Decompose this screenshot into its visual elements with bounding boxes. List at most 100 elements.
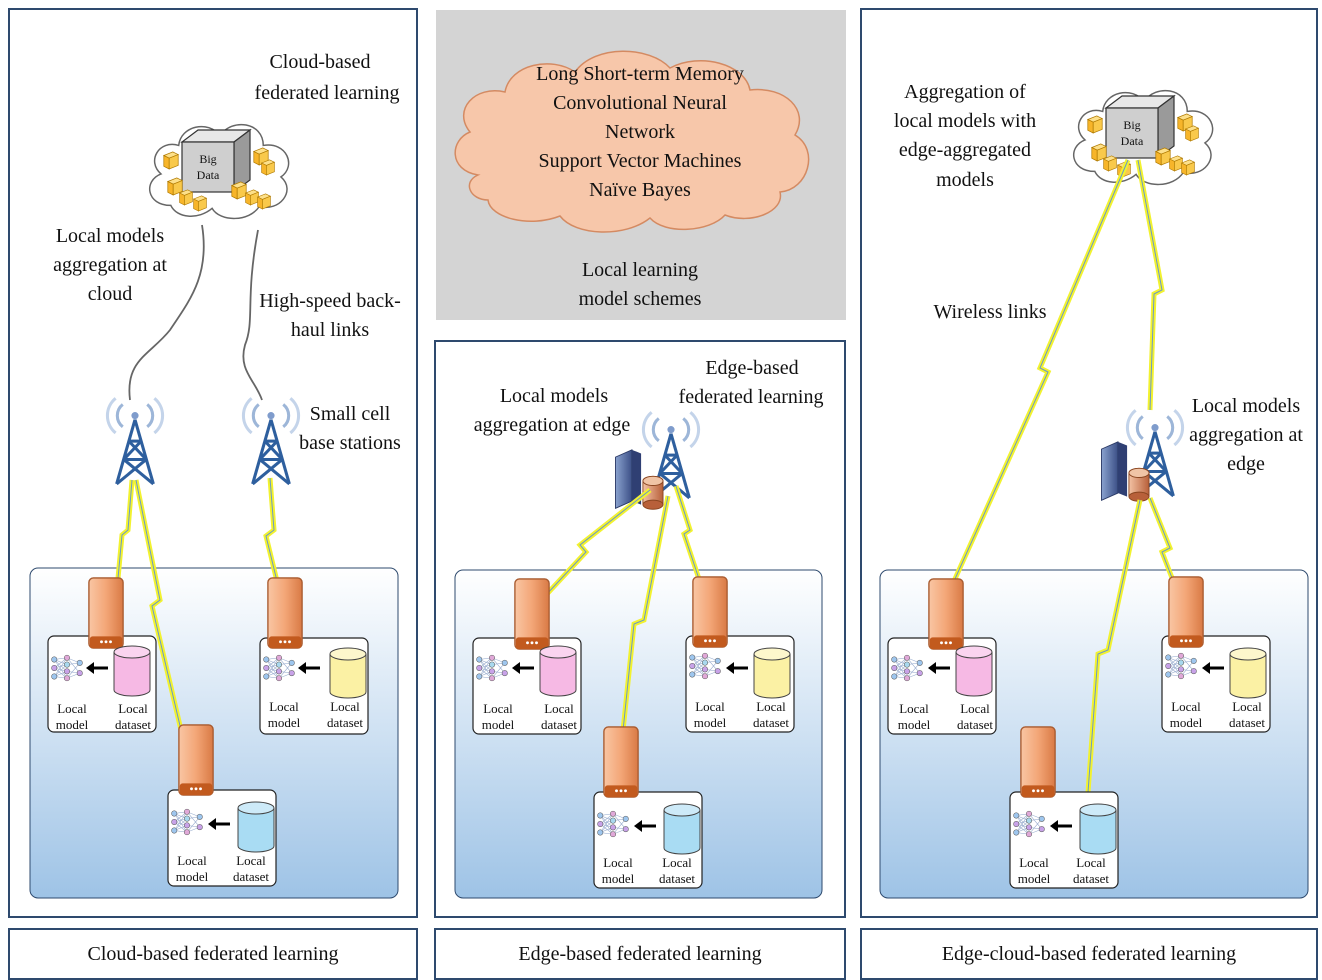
phone-icon [928,578,964,650]
data-box-icon [1103,155,1117,172]
cloud-aggregation-label: models [936,169,994,191]
local-model-label: Local [603,855,633,870]
backhaul-link [128,224,205,401]
data-box-icon [257,193,271,210]
local-dataset-label: Local [330,699,360,714]
edge-aggregation-label: edge [1227,453,1265,475]
phone-icon [178,724,214,796]
phone-icon [692,576,728,648]
wireless-link [619,495,669,761]
edge-aggregation-label: Local models [499,385,609,407]
local-model-label: Local [483,701,513,716]
local-dataset-label: dataset [752,715,790,730]
wireless-link [265,477,285,611]
local-model-label: model [267,715,301,730]
caption-cloud: Cloud-based federated learning [8,928,418,980]
scheme-item: Convolutional Neural [553,92,727,114]
data-box-icon [1087,115,1103,134]
wireless-link [949,159,1129,591]
local-model-label: Local [1019,855,1049,870]
dataset-cylinder-icon [539,645,791,855]
caption-edge-cloud: Edge-cloud-based federated learning [860,928,1318,980]
local-model-label: model [693,715,727,730]
cloud-aggregation-label: local models with [893,110,1037,132]
aggregation-label: cloud [87,283,133,305]
arrow-icon [512,662,748,832]
aggregation-label: Local models [55,225,165,247]
data-box-icon [1185,125,1199,142]
cloud-panel-title: federated learning [254,82,400,104]
local-model-label: model [481,717,515,732]
arrow-icon [86,662,320,830]
wireless-link [947,159,1131,592]
schemes-cloud [454,50,810,233]
phone-icon [267,577,303,649]
local-dataset-label: dataset [326,715,364,730]
scheme-item: Network [605,121,675,143]
local-dataset-label: Local [756,699,786,714]
local-model-label: Local [57,701,87,716]
cloud-aggregation-label: Aggregation of [904,81,1026,103]
backhaul-link [242,229,263,401]
data-box-icon [193,195,207,212]
base-station-icon [105,396,165,486]
data-box-icon [1091,143,1107,162]
phone-icon [514,578,550,650]
local-dataset-label: dataset [114,717,152,732]
scheme-item: Long Short-term Memory [536,63,744,85]
local-dataset-label: Local [960,701,990,716]
local-dataset-label: dataset [956,717,994,732]
data-box-icon [1155,147,1171,166]
edge-aggregation-label: aggregation at [1189,424,1303,446]
local-model-label: Local [269,699,299,714]
dataset-cylinder-icon [955,645,1267,855]
local-dataset-label: Local [662,855,692,870]
bigdata-cube-right [1104,94,1176,160]
schemes-caption: model schemes [578,288,702,310]
data-box-icon [261,159,275,176]
bigdata-label: Big [1123,118,1141,132]
scheme-item: Naïve Bayes [589,179,691,201]
local-dataset-label: dataset [540,717,578,732]
phone-icon [88,577,124,649]
backhaul-label: High-speed back- [259,290,401,312]
data-box-icon [163,151,179,170]
base-station-label: Small cell [309,403,391,425]
edge-aggregation-label: Local models [1191,395,1301,417]
bigdata-label: Data [1120,134,1144,148]
data-box-icon [179,189,193,206]
edge-aggregation-label: aggregation at edge [473,414,631,436]
wireless-link [1135,159,1165,411]
wireless-link [115,479,133,601]
arrow-icon [928,662,1224,832]
local-model-label: Local [1171,699,1201,714]
local-model-label: model [175,869,209,884]
wireless-link [531,489,651,611]
local-model-label: model [601,871,635,886]
aggregation-label: aggregation at [53,254,167,276]
wireless-link [1085,499,1141,821]
edge-panel-title: federated learning [678,386,824,408]
data-box-icon [245,189,259,206]
local-model-label: model [1017,871,1051,886]
phone-icon [1168,576,1204,648]
bigdata-cube-left [180,128,252,194]
local-dataset-label: dataset [232,869,270,884]
scheme-item: Support Vector Machines [538,150,742,172]
data-box-icon [1181,159,1195,176]
data-box-icon [231,181,247,200]
local-model-label: Local [695,699,725,714]
local-model-label: Local [899,701,929,716]
edge-server-icon [1101,441,1150,502]
bigdata-label: Big [199,152,217,166]
wireless-link [675,485,711,613]
phone-icon [1020,726,1056,798]
dataset-cylinder-icon [113,645,367,853]
local-model-label: model [1169,715,1203,730]
local-model-label: Local [177,853,207,868]
local-dataset-label: dataset [658,871,696,886]
caption-edge: Edge-based federated learning [434,928,846,980]
base-station-label: base stations [299,432,401,454]
cloud-aggregation-label: edge-aggregated [898,139,1032,161]
